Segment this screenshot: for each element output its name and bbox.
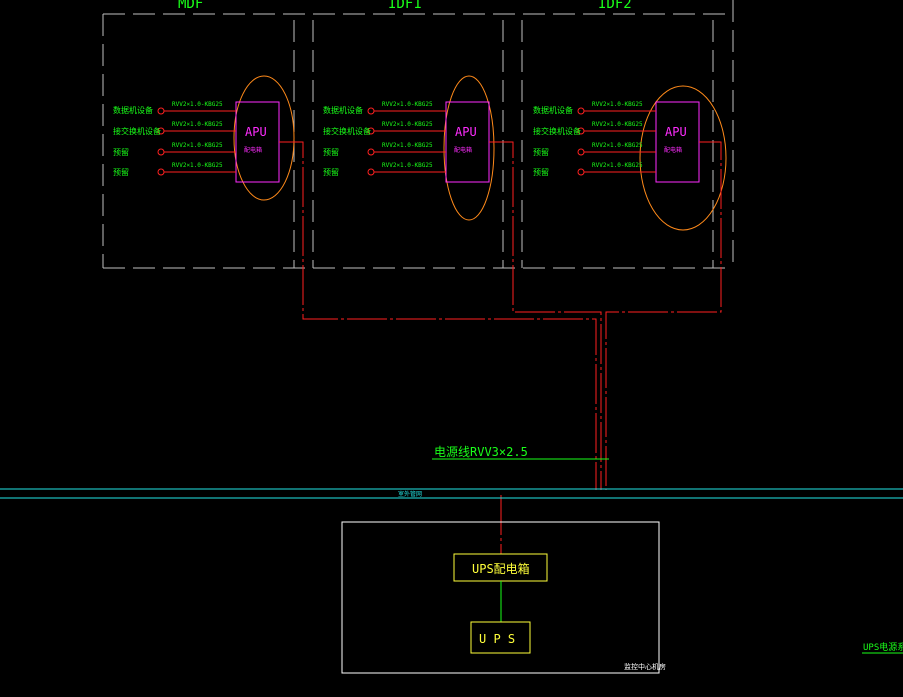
cable-spec: RVV2×1.0-KBG25	[592, 101, 643, 108]
apu-label: APU	[665, 125, 687, 139]
room-label-idf1: IDF1	[388, 0, 422, 12]
cable-spec: RVV2×1.0-KBG25	[172, 121, 223, 128]
device-label: 预留	[113, 167, 129, 177]
device-label: 预留	[323, 167, 339, 177]
control-room-label: 监控中心机房	[624, 662, 666, 671]
highlight-ellipse	[443, 75, 495, 221]
room-label-idf2: IDF2	[598, 0, 632, 12]
cable-spec: RVV2×1.0-KBG25	[592, 162, 643, 169]
ups-box	[470, 621, 531, 654]
feeder-wires	[279, 141, 722, 554]
apu-sublabel: 配电箱	[664, 146, 682, 154]
highlight-ellipse	[639, 85, 727, 231]
room-frames	[102, 0, 734, 269]
room-mdf: APU 配电箱 数据机设备 接交换机设备 预留 预留 RVV2×1.0-KBG2…	[113, 75, 295, 201]
ups-panel-label: UPS配电箱	[472, 561, 530, 576]
device-label: 预留	[533, 147, 549, 157]
apu-box	[445, 101, 490, 183]
cable-spec: RVV2×1.0-KBG25	[382, 101, 433, 108]
cable-spec: RVV2×1.0-KBG25	[172, 142, 223, 149]
device-label: 预留	[323, 147, 339, 157]
cable-spec: RVV2×1.0-KBG25	[172, 101, 223, 108]
room-label-mdf: MDF	[178, 0, 203, 12]
apu-label: APU	[455, 125, 477, 139]
device-label: 数据机设备	[323, 105, 363, 115]
apu-sublabel: 配电箱	[244, 146, 262, 154]
cable-spec: RVV2×1.0-KBG25	[592, 121, 643, 128]
apu-box	[655, 101, 700, 183]
apu-label: APU	[245, 125, 267, 139]
device-label: 预留	[533, 167, 549, 177]
side-note: UPS电源系统图	[863, 641, 903, 653]
device-label: 数据机设备	[533, 105, 573, 115]
cable-spec: RVV2×1.0-KBG25	[172, 162, 223, 169]
control-room-frame	[341, 521, 660, 674]
cable-spec: RVV2×1.0-KBG25	[592, 142, 643, 149]
apu-box	[235, 101, 280, 183]
device-label: 预留	[113, 147, 129, 157]
main-cable-label: 电源线RVV3×2.5	[434, 445, 528, 459]
device-label: 数据机设备	[113, 105, 153, 115]
floor-line-label: 室外管网	[398, 490, 422, 498]
device-label: 接交换机设备	[323, 126, 371, 136]
highlight-ellipse	[233, 75, 295, 201]
device-label: 接交换机设备	[533, 126, 581, 136]
room-idf1: APU 配电箱 数据机设备 接交换机设备 预留 预留 RVV2×1.0-KBG2…	[323, 75, 495, 221]
cable-spec: RVV2×1.0-KBG25	[382, 162, 433, 169]
cable-spec: RVV2×1.0-KBG25	[382, 121, 433, 128]
room-idf2: APU 配电箱 数据机设备 接交换机设备 预留 预留 RVV2×1.0-KBG2…	[533, 85, 727, 231]
apu-sublabel: 配电箱	[454, 146, 472, 154]
cable-spec: RVV2×1.0-KBG25	[382, 142, 433, 149]
ups-label: U P S	[479, 632, 515, 646]
device-label: 接交换机设备	[113, 126, 161, 136]
